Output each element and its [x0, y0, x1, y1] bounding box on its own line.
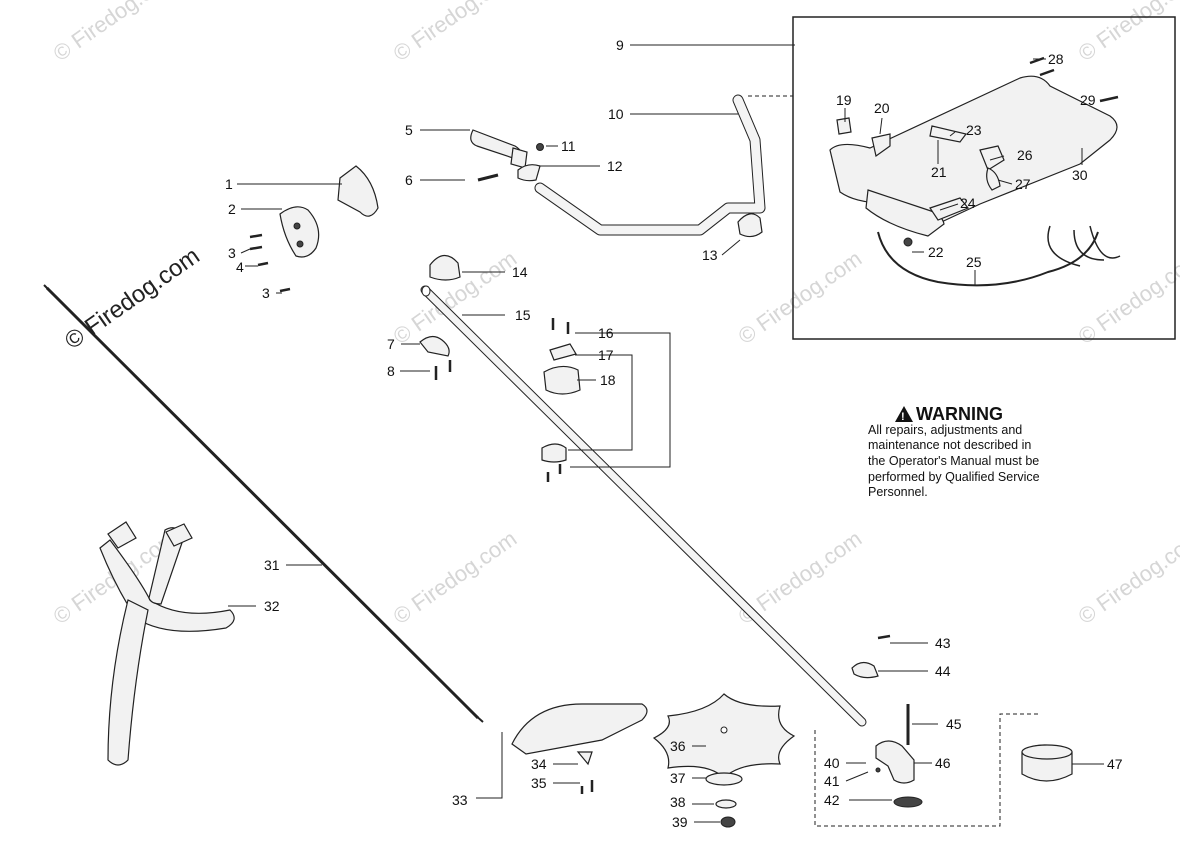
callout-20: 20 [874, 100, 890, 116]
watermark: © Firedog.com [1074, 0, 1180, 66]
trimmer-head [1021, 744, 1073, 782]
drive-cable [43, 284, 484, 723]
callout-32: 32 [264, 598, 280, 614]
watermark: © Firedog.com [389, 526, 522, 629]
callout-19: 19 [836, 92, 852, 108]
handle-clamp [737, 213, 763, 238]
callout-41: 41 [824, 773, 840, 789]
tube-clamp-14 [429, 254, 461, 281]
callout-3b: 3 [262, 285, 270, 301]
warning-block: ! WARNING All repairs, adjustments and m… [868, 404, 1040, 499]
callout-43: 43 [935, 635, 951, 651]
callout-13: 13 [702, 247, 718, 263]
handle-assembly-inset [792, 16, 1176, 340]
warning-icon [895, 406, 913, 422]
warning-line: All repairs, adjustments and [868, 423, 1022, 437]
callout-28: 28 [1048, 51, 1064, 67]
bracket-7 [419, 335, 450, 357]
harness [99, 521, 235, 766]
callout-21: 21 [931, 164, 947, 180]
tube-end [421, 285, 431, 297]
callout-29: 29 [1080, 92, 1096, 108]
callout-23: 23 [966, 122, 982, 138]
watermark-main: © Firedog.com [60, 242, 205, 355]
callout-33: 33 [452, 792, 468, 808]
blade-guard [511, 703, 648, 794]
callout-44: 44 [935, 663, 951, 679]
callout-30: 30 [1072, 167, 1088, 183]
callout-1: 1 [225, 176, 233, 192]
watermark: © Firedog.com [49, 0, 182, 66]
watermark: © Firedog.com [1074, 526, 1180, 629]
callout-40: 40 [824, 755, 840, 771]
warning-line: Personnel. [868, 485, 928, 499]
callout-3: 3 [228, 245, 236, 261]
warning-line: the Operator's Manual must be [868, 454, 1039, 468]
callout-37: 37 [670, 770, 686, 786]
throttle-handle [829, 56, 1121, 287]
callout-14: 14 [512, 264, 528, 280]
harness-clamp [541, 318, 581, 482]
warning-line: maintenance not described in [868, 438, 1031, 452]
callout-22: 22 [928, 244, 944, 260]
callout-46: 46 [935, 755, 951, 771]
callout-27: 27 [1015, 176, 1031, 192]
grip-assembly [470, 129, 544, 182]
watermark: © Firedog.com [734, 246, 867, 349]
callout-17: 17 [598, 347, 614, 363]
callout-31: 31 [264, 557, 280, 573]
callout-26: 26 [1017, 147, 1033, 163]
watermark: © Firedog.com [389, 0, 522, 66]
callout-2: 2 [228, 201, 236, 217]
callout-36: 36 [670, 738, 686, 754]
callout-39: 39 [672, 814, 688, 830]
cover-parts [249, 165, 379, 293]
callout-7: 7 [387, 336, 395, 352]
callout-34: 34 [531, 756, 547, 772]
watermark: © Firedog.com [1074, 246, 1180, 349]
blade-parts [652, 693, 796, 828]
loop-handle [534, 94, 766, 236]
callout-12: 12 [607, 158, 623, 174]
callout-8: 8 [387, 363, 395, 379]
callout-16: 16 [598, 325, 614, 341]
callout-35: 35 [531, 775, 547, 791]
callout-6: 6 [405, 172, 413, 188]
svg-text:!: ! [901, 411, 905, 423]
leader-lines [228, 44, 1104, 823]
callout-11: 11 [561, 138, 576, 154]
callout-18: 18 [600, 372, 616, 388]
callout-4: 4 [236, 259, 244, 275]
callout-24: 24 [960, 195, 976, 211]
callout-38: 38 [670, 794, 686, 810]
gearhead [851, 634, 923, 808]
callout-25: 25 [966, 254, 982, 270]
warning-line: performed by Qualified Service [868, 470, 1040, 484]
callout-15: 15 [515, 307, 531, 323]
dashed-brackets [814, 713, 1038, 827]
callout-10: 10 [608, 106, 624, 122]
callout-labels: 1 2 3 4 3 5 6 7 8 9 10 11 12 13 14 15 16… [225, 37, 1123, 830]
callout-45: 45 [946, 716, 962, 732]
shaft-tube [420, 285, 867, 727]
callout-42: 42 [824, 792, 840, 808]
callout-47: 47 [1107, 756, 1123, 772]
warning-title: WARNING [916, 404, 1003, 424]
callout-9: 9 [616, 37, 624, 53]
callout-5: 5 [405, 122, 413, 138]
